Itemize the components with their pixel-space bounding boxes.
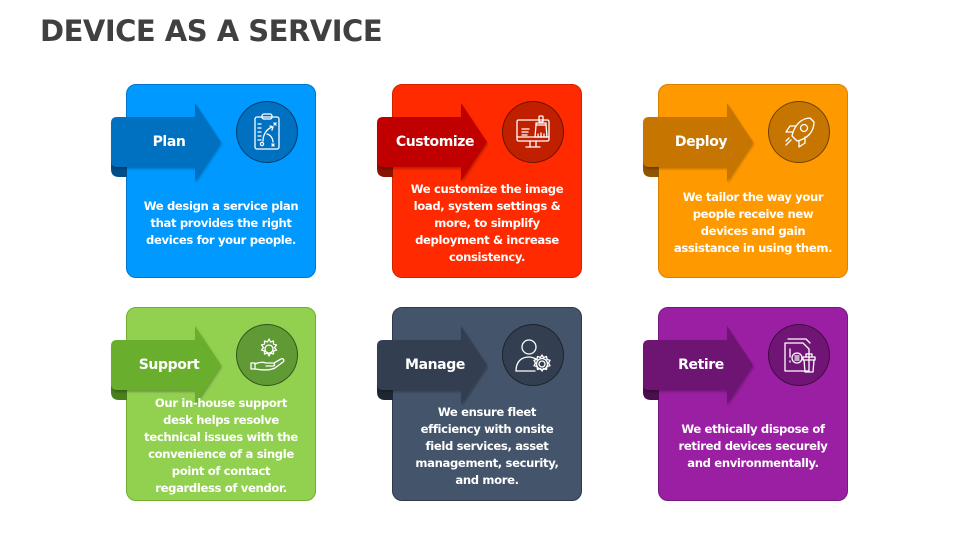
rocket-icon	[785, 117, 815, 148]
page-title: DEVICE AS A SERVICE	[40, 14, 383, 48]
card-description: We ethically dispose of retired devices …	[678, 421, 828, 470]
card-label: Retire	[678, 357, 724, 373]
monitor-brush-icon	[502, 101, 564, 163]
hand-gear-icon	[236, 324, 298, 386]
ribbon-arrow: Plan	[111, 97, 225, 185]
document-trash-icon	[784, 338, 816, 373]
ribbon-shape	[111, 103, 221, 181]
service-card-customize: Customize We customize the image load, s…	[377, 84, 582, 278]
service-card-deploy: Deploy We tailor the way your people rec…	[643, 84, 848, 278]
clipboard-strategy-icon	[254, 113, 280, 150]
card-description: We ensure fleet efficiency with onsite f…	[415, 404, 559, 487]
card-label: Support	[138, 357, 200, 373]
card-label: Plan	[152, 134, 186, 150]
ribbon-shape	[643, 103, 753, 181]
service-card-plan: Plan We design a service plan that provi…	[111, 84, 316, 278]
card-label: Deploy	[674, 134, 728, 150]
card-label: Customize	[395, 134, 475, 150]
rocket-icon	[768, 101, 830, 163]
user-gear-icon	[502, 324, 564, 386]
ribbon-shape	[111, 326, 221, 404]
ribbon-shape	[643, 326, 753, 404]
card-description: Our in-house support desk helps resolve …	[144, 396, 298, 495]
card-description: We design a service plan that provides t…	[143, 198, 299, 247]
clipboard-strategy-icon	[236, 101, 298, 163]
ribbon-shape	[377, 103, 487, 181]
user-gear-icon	[515, 339, 551, 372]
card-description: We customize the image load, system sett…	[410, 181, 564, 264]
service-card-manage: Manage We ensure fleet efficiency with o…	[377, 307, 582, 501]
hand-gear-icon	[250, 338, 285, 371]
ribbon-arrow: Customize	[377, 97, 491, 185]
monitor-brush-icon	[516, 115, 550, 148]
ribbon-arrow: Retire	[643, 320, 757, 408]
ribbon-arrow: Manage	[377, 320, 491, 408]
service-card-support: Support Our in-house support desk helps …	[111, 307, 316, 501]
ribbon-arrow: Support	[111, 320, 225, 408]
ribbon-arrow: Deploy	[643, 97, 757, 185]
card-label: Manage	[405, 357, 465, 373]
ribbon-shape	[377, 326, 487, 404]
document-trash-icon	[768, 324, 830, 386]
card-description: We tailor the way your people receive ne…	[673, 190, 833, 255]
service-card-retire: Retire We ethically dispose of retired d…	[643, 307, 848, 501]
